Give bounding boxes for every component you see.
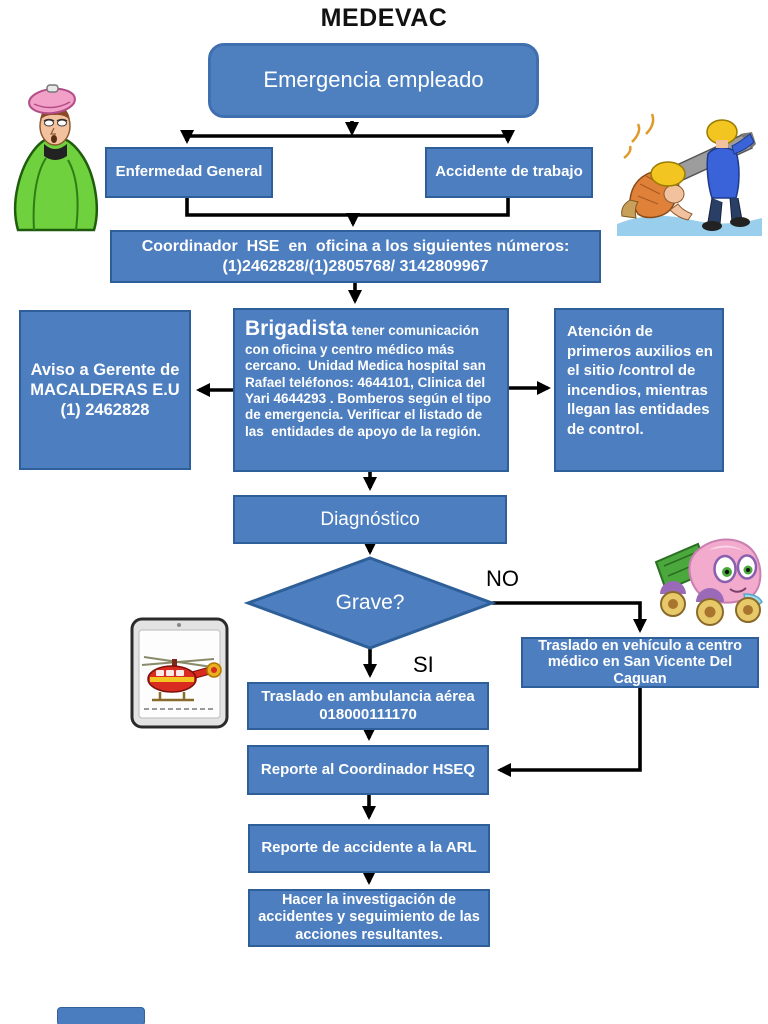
coordinador-line1: Coordinador HSE en oficina a los siguien… [141,237,570,255]
node-aviso-gerente: Aviso a Gerente de MACALDERAS E.U (1) 24… [19,310,191,470]
page-title: MEDEVAC [320,4,448,32]
node-traslado-vehiculo: Traslado en vehículo a centro médico en … [521,637,759,688]
node-brigadista: Brigadista tener comunicación con oficin… [233,308,509,472]
cartoon-truck-image [654,538,763,626]
sick-person-image [13,84,98,232]
node-investigacion-accidentes: Hacer la investigación de accidentes y s… [248,889,490,947]
arrow-vehiculo-to-hseq [497,688,642,777]
brigadista-title: Brigadista [245,317,348,340]
node-grave-decision: Grave? [335,591,405,614]
node-atencion-primeros-auxilios: Atención de primeros auxilios en el siti… [554,308,724,472]
helicopter-tablet-image [130,617,229,729]
line-merge [185,197,510,217]
construction-workers-image [617,113,762,236]
label-no: NO [486,566,519,591]
node-diagnostico: Diagnóstico [233,495,507,544]
label-si: SI [413,652,434,677]
node-coordinador-hse: Coordinador HSE en oficina a los siguien… [110,230,601,283]
node-enfermedad-general: Enfermedad General [105,147,273,198]
node-accidente-trabajo: Accidente de trabajo [425,147,593,198]
arrow-no-path [492,601,647,633]
node-reporte-hseq: Reporte al Coordinador HSEQ [247,745,489,795]
node-reporte-arl: Reporte de accidente a la ARL [248,824,490,873]
coordinador-line2: (1)2462828/(1)2805768/ 3142809967 [222,257,489,275]
brigadista-body: tener comunicación con oficina y centro … [245,323,495,439]
decision-diamond-shape [244,556,496,650]
partial-blue-badge [57,1007,145,1024]
node-traslado-ambulancia: Traslado en ambulancia aérea 01800011117… [247,682,489,730]
node-emergencia-empleado: Emergencia empleado [208,43,539,118]
